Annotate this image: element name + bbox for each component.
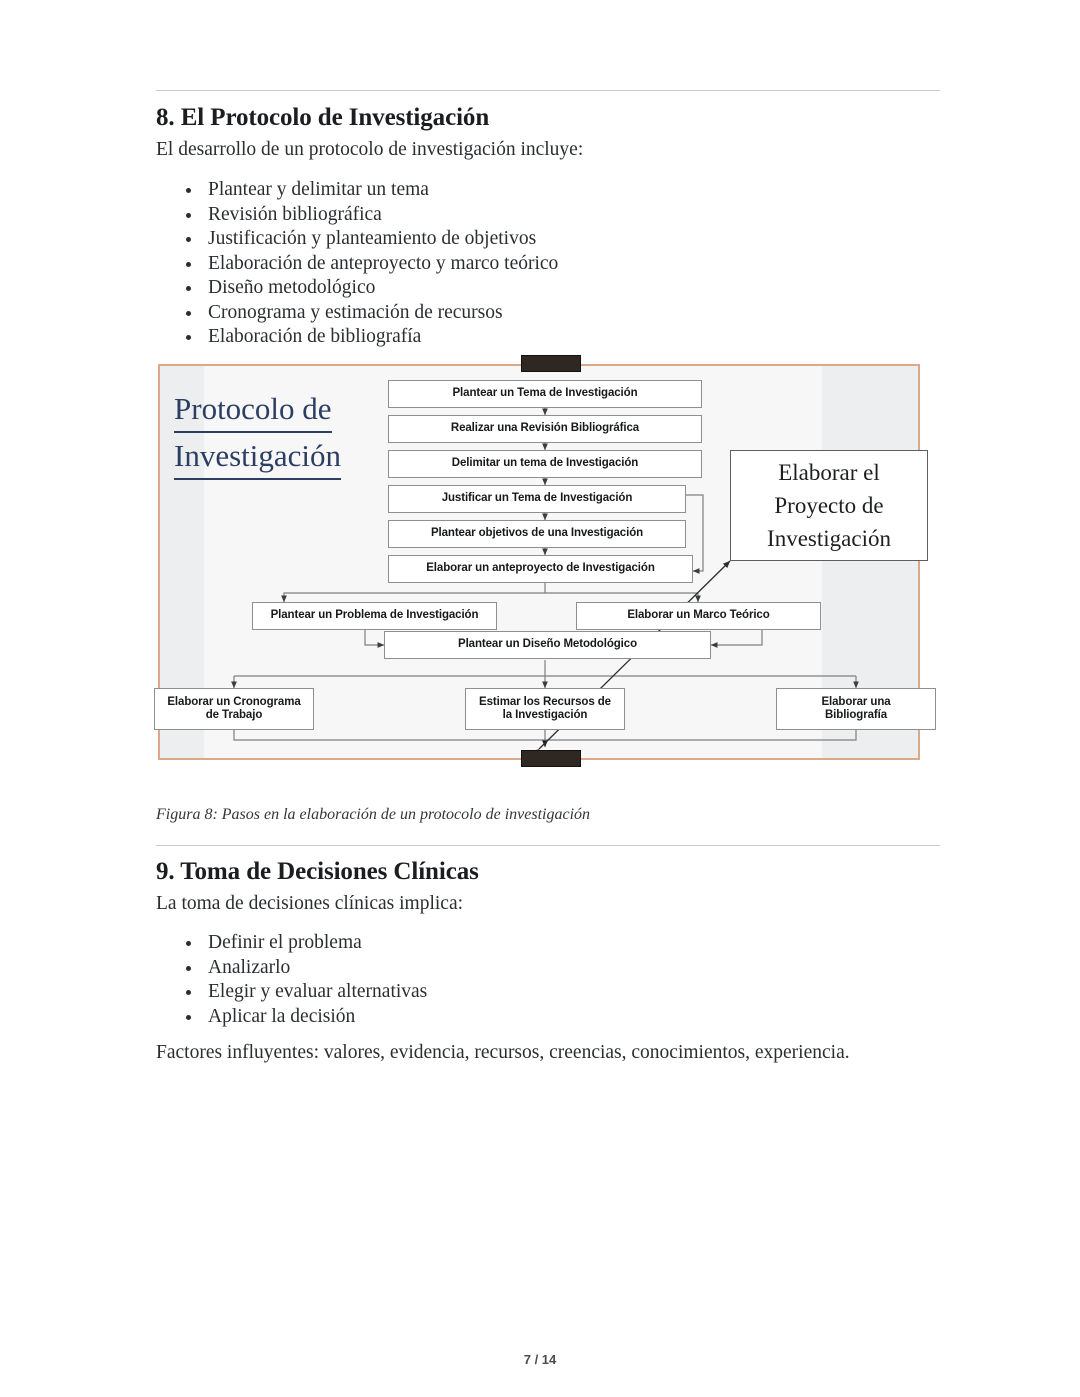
- section-9-title: 9. Toma de Decisiones Clínicas: [156, 858, 479, 885]
- figure-heading: Protocolo de Investigación: [174, 386, 398, 480]
- figure-protocolo-investigacion: Protocolo de Investigación: [154, 355, 936, 767]
- section-9-lead: La toma de decisiones clínicas implica:: [156, 893, 464, 914]
- figure-top-cap: [521, 355, 581, 372]
- section-9-bullets-wrap: Definir el problema Analizarlo Elegir y …: [156, 931, 940, 1029]
- node-plantear-tema: Plantear un Tema de Investigación: [388, 380, 702, 408]
- section-8-bullet-list: Plantear y delimitar un tema Revisión bi…: [156, 178, 940, 349]
- list-item: Elegir y evaluar alternativas: [156, 980, 940, 1004]
- figure-heading-line-1: Protocolo de: [174, 386, 332, 433]
- list-item: Definir el problema: [156, 931, 940, 955]
- node-bibliografia-line-2: Bibliografía: [824, 709, 888, 721]
- section-divider: [156, 845, 940, 846]
- node-recursos-line-2: la Investigación: [502, 709, 588, 721]
- section-9: 9. Toma de Decisiones Clínicas: [156, 858, 940, 886]
- section-8-lead-wrap: El desarrollo de un protocolo de investi…: [156, 137, 940, 163]
- callout-elaborar-proyecto: Elaborar el Proyecto de Investigación: [730, 450, 928, 561]
- figure-caption: Figura 8: Pasos en la elaboración de un …: [156, 806, 591, 823]
- figure-heading-line-2: Investigación: [174, 433, 342, 480]
- node-cronograma-line-1: Elaborar un Cronograma: [167, 695, 301, 708]
- section-9-closing: Factores influyentes: valores, evidencia…: [156, 1042, 850, 1063]
- node-revision-bibliografica: Realizar una Revisión Bibliográfica: [388, 415, 702, 443]
- node-bibliografia-line-1: Elaborar una: [821, 695, 891, 708]
- node-cronograma-line-2: de Trabajo: [205, 709, 263, 721]
- node-plantear-problema: Plantear un Problema de Investigación: [252, 602, 497, 630]
- node-recursos-line-1: Estimar los Recursos de: [479, 695, 611, 708]
- node-delimitar-tema: Delimitar un tema de Investigación: [388, 450, 702, 478]
- section-8-lead: El desarrollo de un protocolo de investi…: [156, 139, 584, 160]
- section-8: 8. El Protocolo de Investigación: [156, 104, 940, 132]
- list-item: Elaboración de anteproyecto y marco teór…: [156, 252, 940, 276]
- figure-bottom-cap: [521, 750, 581, 767]
- node-elaborar-bibliografia: Elaborar una Bibliografía: [776, 688, 936, 730]
- callout-line-1: Elaborar el: [778, 460, 880, 485]
- section-9-bullet-list: Definir el problema Analizarlo Elegir y …: [156, 931, 940, 1029]
- list-item: Elaboración de bibliografía: [156, 325, 940, 349]
- section-9-closing-wrap: Factores influyentes: valores, evidencia…: [156, 1040, 940, 1066]
- list-item: Aplicar la decisión: [156, 1005, 940, 1029]
- list-item: Analizarlo: [156, 956, 940, 980]
- node-estimar-recursos: Estimar los Recursos de la Investigación: [465, 688, 625, 730]
- list-item: Cronograma y estimación de recursos: [156, 301, 940, 325]
- callout-line-3: Investigación: [767, 526, 891, 551]
- node-justificar-tema: Justificar un Tema de Investigación: [388, 485, 686, 513]
- node-plantear-objetivos: Plantear objetivos de una Investigación: [388, 520, 686, 548]
- list-item: Revisión bibliográfica: [156, 203, 940, 227]
- page-footer: 7 / 14: [523, 1352, 557, 1367]
- list-item: Plantear y delimitar un tema: [156, 178, 940, 202]
- list-item: Justificación y planteamiento de objetiv…: [156, 227, 940, 251]
- node-elaborar-marco-teorico: Elaborar un Marco Teórico: [576, 602, 821, 630]
- figure-content: Protocolo de Investigación: [154, 364, 936, 760]
- node-diseno-metodologico: Plantear un Diseño Metodológico: [384, 631, 711, 659]
- list-item: Diseño metodológico: [156, 276, 940, 300]
- section-8-title: 8. El Protocolo de Investigación: [156, 104, 490, 131]
- node-elaborar-cronograma: Elaborar un Cronograma de Trabajo: [154, 688, 314, 730]
- callout-line-2: Proyecto de: [774, 493, 884, 518]
- top-divider: [156, 90, 940, 91]
- node-elaborar-anteproyecto: Elaborar un anteproyecto de Investigació…: [388, 555, 693, 583]
- section-9-lead-wrap: La toma de decisiones clínicas implica:: [156, 891, 940, 917]
- section-8-bullets-wrap: Plantear y delimitar un tema Revisión bi…: [156, 178, 940, 350]
